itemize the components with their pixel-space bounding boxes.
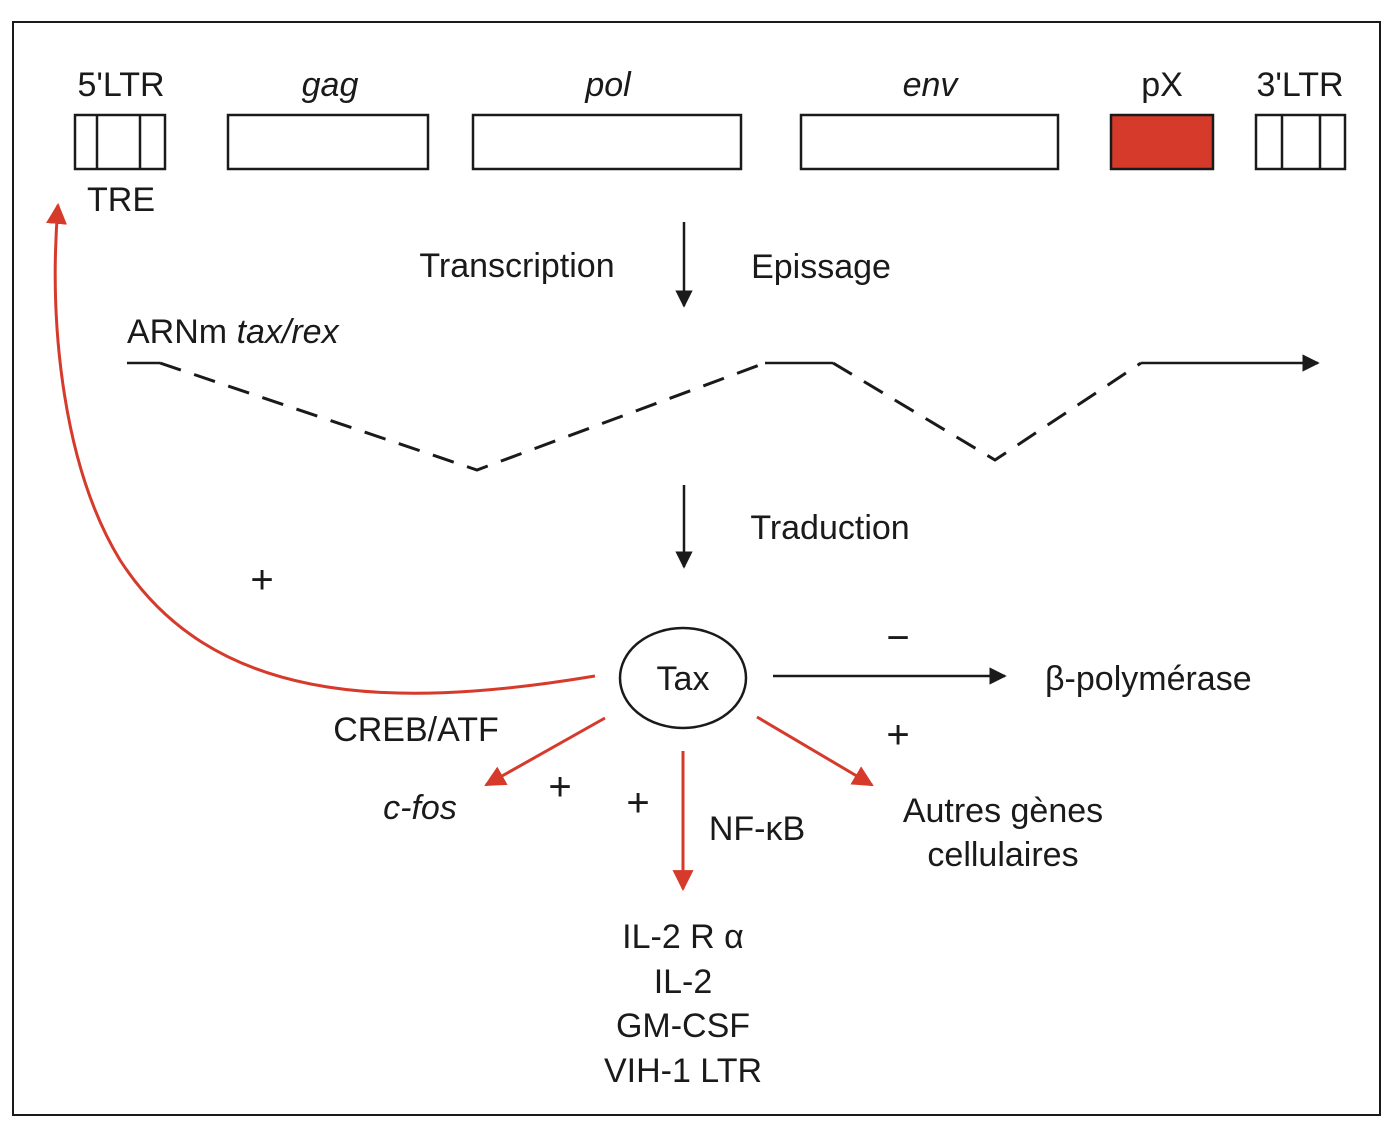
- beta-pol-label: β-polymérase: [1045, 660, 1252, 698]
- nfkb-sign: +: [626, 781, 649, 825]
- autres-label-line2: cellulaires: [927, 836, 1078, 874]
- epissage-label: Epissage: [751, 248, 891, 286]
- transcription-label: Transcription: [419, 247, 614, 285]
- creb-label: CREB/ATF: [333, 711, 499, 749]
- gag-box: [226, 113, 430, 171]
- nfkb-gene-il2: IL-2: [654, 963, 713, 1001]
- figure-frame: [12, 21, 1381, 1116]
- env-box: [799, 113, 1060, 171]
- cfos-sign: +: [548, 765, 571, 809]
- tax-node: [618, 626, 748, 730]
- tax-label: Tax: [657, 660, 710, 698]
- ltr3-box: [1254, 113, 1347, 171]
- nfkb-gene-il2ra: IL-2 R α: [622, 918, 744, 956]
- mrna-label: ARNm tax/rex: [127, 313, 340, 351]
- gag-label: gag: [302, 66, 359, 104]
- px-box: [1109, 113, 1215, 171]
- env-label: env: [903, 66, 960, 104]
- pol-label: pol: [584, 66, 632, 104]
- cfos-label: c-fos: [383, 789, 457, 827]
- ltr5-box: [73, 113, 167, 171]
- nfkb-gene-vih1-ltr: VIH-1 LTR: [604, 1052, 762, 1090]
- px-label: pX: [1141, 66, 1183, 104]
- mrna-intron-1: [159, 361, 766, 472]
- autres-sign: +: [886, 713, 909, 757]
- traduction-label: Traduction: [750, 509, 909, 547]
- beta-pol-sign: −: [886, 616, 909, 660]
- autres-label-line1: Autres gènes: [903, 792, 1103, 830]
- nfkb-gene-gmcsf: GM-CSF: [616, 1007, 750, 1045]
- tre-label: TRE: [87, 181, 155, 219]
- ltr5-label: 5'LTR: [77, 66, 164, 104]
- ltr3-label: 3'LTR: [1256, 66, 1343, 104]
- ltr-feedback-arrow: [46, 202, 596, 695]
- mrna-intron-2: [832, 361, 1142, 462]
- autres-arrow: [756, 715, 874, 787]
- cfos-arrow: [484, 716, 606, 787]
- pol-box: [471, 113, 743, 171]
- nfkb-label: NF-κB: [709, 810, 805, 848]
- ltr-feedback-sign: +: [250, 558, 273, 602]
